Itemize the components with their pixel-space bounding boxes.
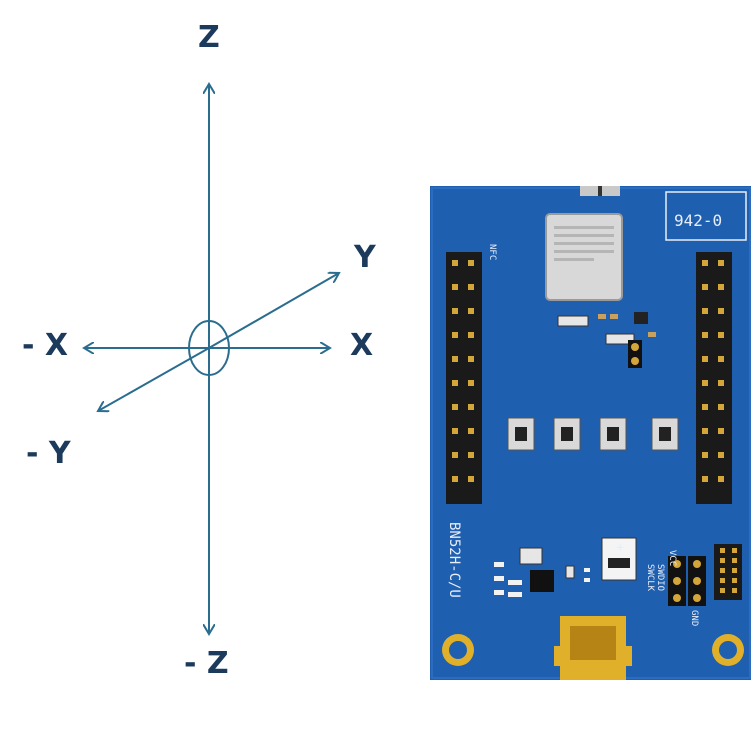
header-pin <box>452 332 458 338</box>
header-pin <box>702 284 708 290</box>
header-pin <box>718 380 724 386</box>
header-pin <box>452 428 458 434</box>
header-pin <box>718 260 724 266</box>
tactile-switch <box>507 417 535 451</box>
header-pin <box>452 452 458 458</box>
header-pin <box>452 260 458 266</box>
left-pin-header <box>446 252 482 504</box>
header-pin <box>468 260 474 266</box>
header-pin <box>718 452 724 458</box>
board-model-text: BN52H-C/U <box>446 522 462 598</box>
tactile-switch <box>599 417 627 451</box>
header-pin <box>702 428 708 434</box>
header-pin <box>452 284 458 290</box>
y-axis-positive <box>208 273 339 349</box>
y-axis-negative <box>98 347 210 411</box>
header-pin <box>718 284 724 290</box>
header-pin <box>718 332 724 338</box>
header-pin <box>468 308 474 314</box>
pin-label-swclk: SWCLK <box>645 564 655 592</box>
z-negative-label: - Z <box>184 646 229 681</box>
header-pin <box>452 380 458 386</box>
j1-pin <box>720 588 725 593</box>
header-pin <box>452 404 458 410</box>
svg-text:+: + <box>616 540 624 556</box>
j1-pin <box>732 548 737 553</box>
header-pin <box>702 308 708 314</box>
j1-pin <box>720 578 725 583</box>
header-pin <box>468 404 474 410</box>
header-pin <box>702 356 708 362</box>
header-pin <box>468 380 474 386</box>
header-pin <box>452 476 458 482</box>
header-pin <box>702 380 708 386</box>
pin-label-vcc: VCC <box>667 550 677 566</box>
header-pin <box>718 308 724 314</box>
header-pin <box>702 452 708 458</box>
j1-pin <box>720 558 725 563</box>
header-pin <box>452 356 458 362</box>
header-pin <box>468 428 474 434</box>
origin-ellipse <box>188 320 230 376</box>
header-pin <box>718 428 724 434</box>
battery-holder <box>601 537 637 581</box>
header-pin <box>718 476 724 482</box>
header-pin <box>702 260 708 266</box>
j1-pin <box>720 568 725 573</box>
pin-label-swdio: SWDIO <box>655 564 665 591</box>
j1-pin <box>732 568 737 573</box>
y-positive-label: Y <box>354 240 376 275</box>
antenna-label: 942-0 <box>674 211 722 230</box>
header-pin <box>702 476 708 482</box>
ble-module <box>545 213 623 301</box>
y-negative-label: - Y <box>26 436 71 471</box>
header-pin <box>718 404 724 410</box>
header-pin <box>468 476 474 482</box>
header-pin <box>702 404 708 410</box>
pin-label-nfc: NFC <box>487 244 497 260</box>
mini-usb-connector <box>554 616 632 680</box>
header-pin <box>468 452 474 458</box>
j1-pin <box>720 548 725 553</box>
jumper-j1 <box>714 544 742 600</box>
tactile-switch <box>651 417 679 451</box>
x-negative-label: - X <box>22 328 69 363</box>
header-pin <box>468 356 474 362</box>
right-pin-header <box>696 252 732 504</box>
header-pin <box>702 332 708 338</box>
j1-pin <box>732 588 737 593</box>
z-positive-label: Z <box>198 20 220 55</box>
header-pin <box>468 332 474 338</box>
j1-pin <box>732 578 737 583</box>
header-pin <box>452 308 458 314</box>
tactile-switch <box>553 417 581 451</box>
header-pin <box>468 284 474 290</box>
j1-pin <box>732 558 737 563</box>
pin-label-gnd: GND <box>689 610 699 626</box>
header-pin <box>718 356 724 362</box>
x-positive-label: X <box>350 328 374 363</box>
pcb-board: 942-0 BN52H-C/U + <box>430 186 751 680</box>
